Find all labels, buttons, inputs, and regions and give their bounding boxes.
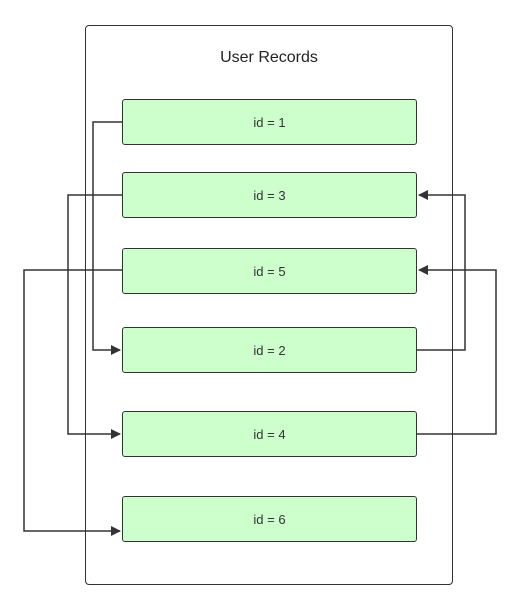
record-box-id-4: id = 4	[122, 411, 417, 457]
record-box-id-5: id = 5	[122, 248, 417, 294]
record-box-id-6: id = 6	[122, 496, 417, 542]
record-box-id-1: id = 1	[122, 99, 417, 145]
record-box-id-3: id = 3	[122, 172, 417, 218]
diagram-title: User Records	[220, 49, 318, 66]
record-box-id-2: id = 2	[122, 327, 417, 373]
